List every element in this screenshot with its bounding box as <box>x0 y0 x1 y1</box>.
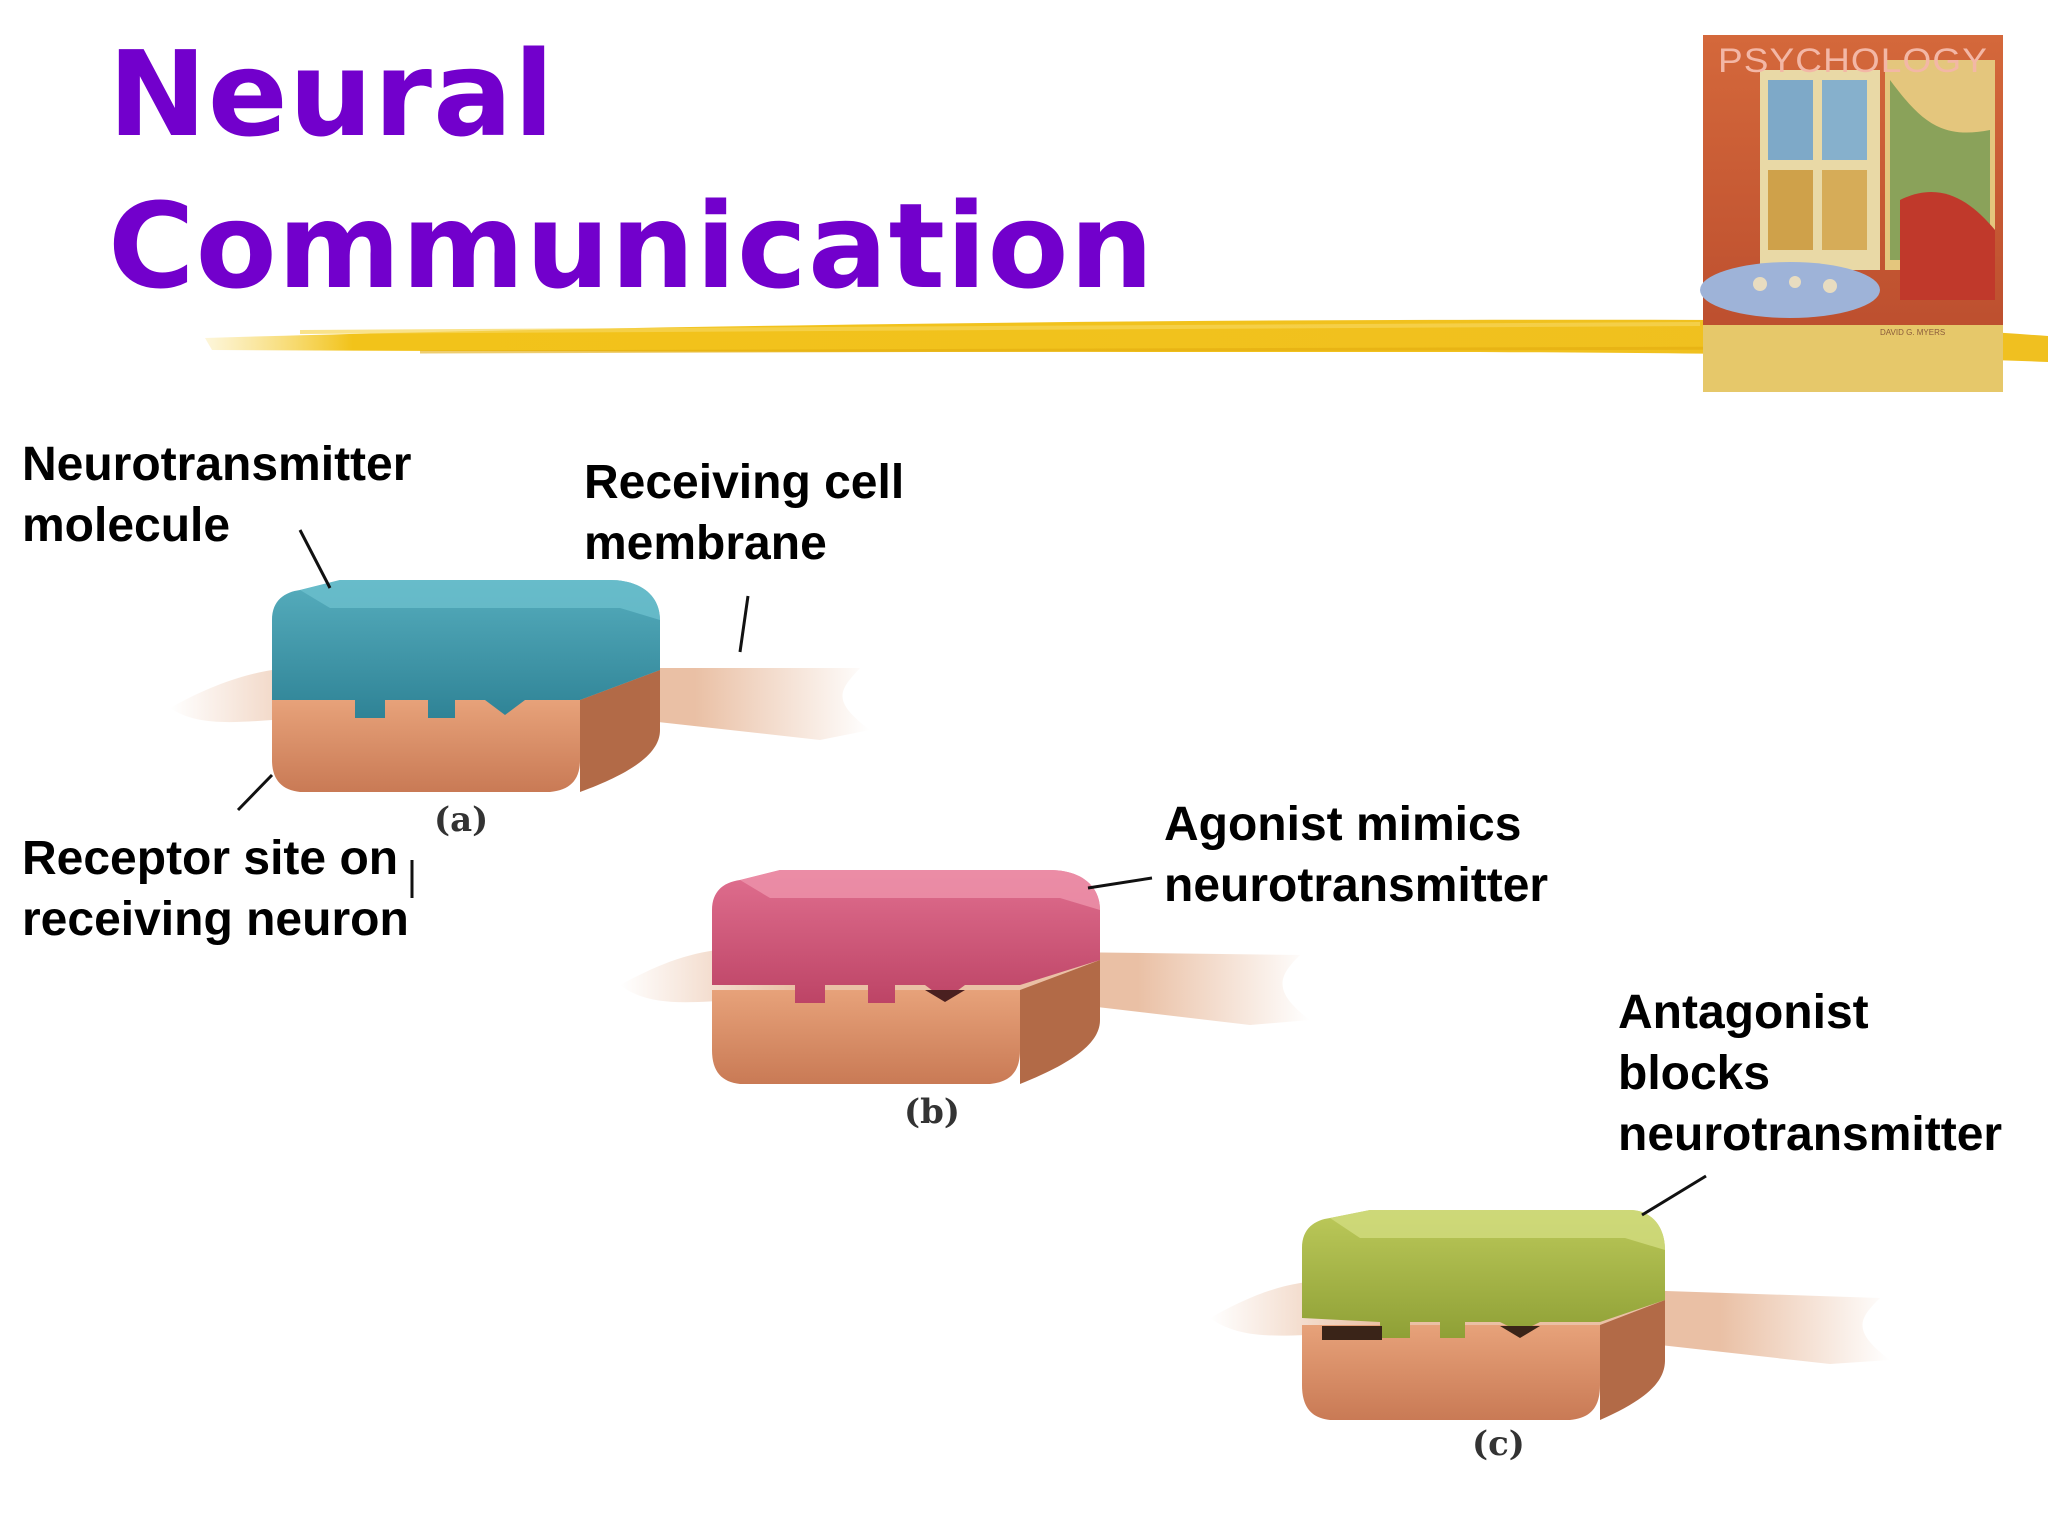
label-antagonist-line-3: neurotransmitter <box>1618 1108 2003 1161</box>
label-antagonist-line-2: blocks <box>1618 1047 1771 1100</box>
panel-b-letter: (b) <box>904 1092 960 1132</box>
antagonist-molecule-c <box>1302 1210 1665 1338</box>
book-cover-title: PSYCHOLOGY <box>1718 42 1988 80</box>
label-agonist-line-2: neurotransmitter <box>1164 859 1549 912</box>
slide-title-line-2: Communication <box>108 177 1155 315</box>
agonist-molecule-b <box>712 870 1100 1003</box>
label-neurotransmitter-molecule-line-2: molecule <box>22 499 231 552</box>
label-receptor-site-line-2: receiving neuron <box>22 893 409 946</box>
label-agonist-line-1: Agonist mimics <box>1164 798 1522 851</box>
slide-title-line-1: Neural <box>108 25 556 163</box>
panel-c-letter: (c) <box>1472 1424 1525 1464</box>
label-receiving-cell-membrane: Receiving cell membrane <box>584 452 904 574</box>
panel-b-synapse <box>620 870 1310 1084</box>
label-neurotransmitter-molecule: Neurotransmitter molecule <box>22 434 411 556</box>
label-agonist: Agonist mimics neurotransmitter <box>1164 794 1548 916</box>
label-receptor-site: Receptor site on receiving neuron <box>22 828 409 950</box>
label-receiving-cell-membrane-line-2: membrane <box>584 517 827 570</box>
title-underline-stroke <box>205 319 2048 362</box>
book-cover-author: DAVID G. MYERS <box>1880 328 1945 337</box>
neurotransmitter-molecule-a <box>272 580 660 718</box>
label-antagonist: Antagonist blocks neurotransmitter <box>1618 982 2002 1165</box>
label-receiving-cell-membrane-line-1: Receiving cell <box>584 456 905 509</box>
label-antagonist-line-1: Antagonist <box>1618 986 1869 1039</box>
panel-a-synapse <box>170 529 870 898</box>
panel-a-letter: (a) <box>434 800 489 840</box>
book-cover-image: PSYCHOLOGY DAVID G. MYERS <box>1700 35 2003 392</box>
slide-title: Neural Communication <box>108 18 1155 322</box>
label-receptor-site-line-1: Receptor site on <box>22 832 399 885</box>
panel-c-synapse <box>1210 1174 1890 1420</box>
label-neurotransmitter-molecule-line-1: Neurotransmitter <box>22 438 412 491</box>
